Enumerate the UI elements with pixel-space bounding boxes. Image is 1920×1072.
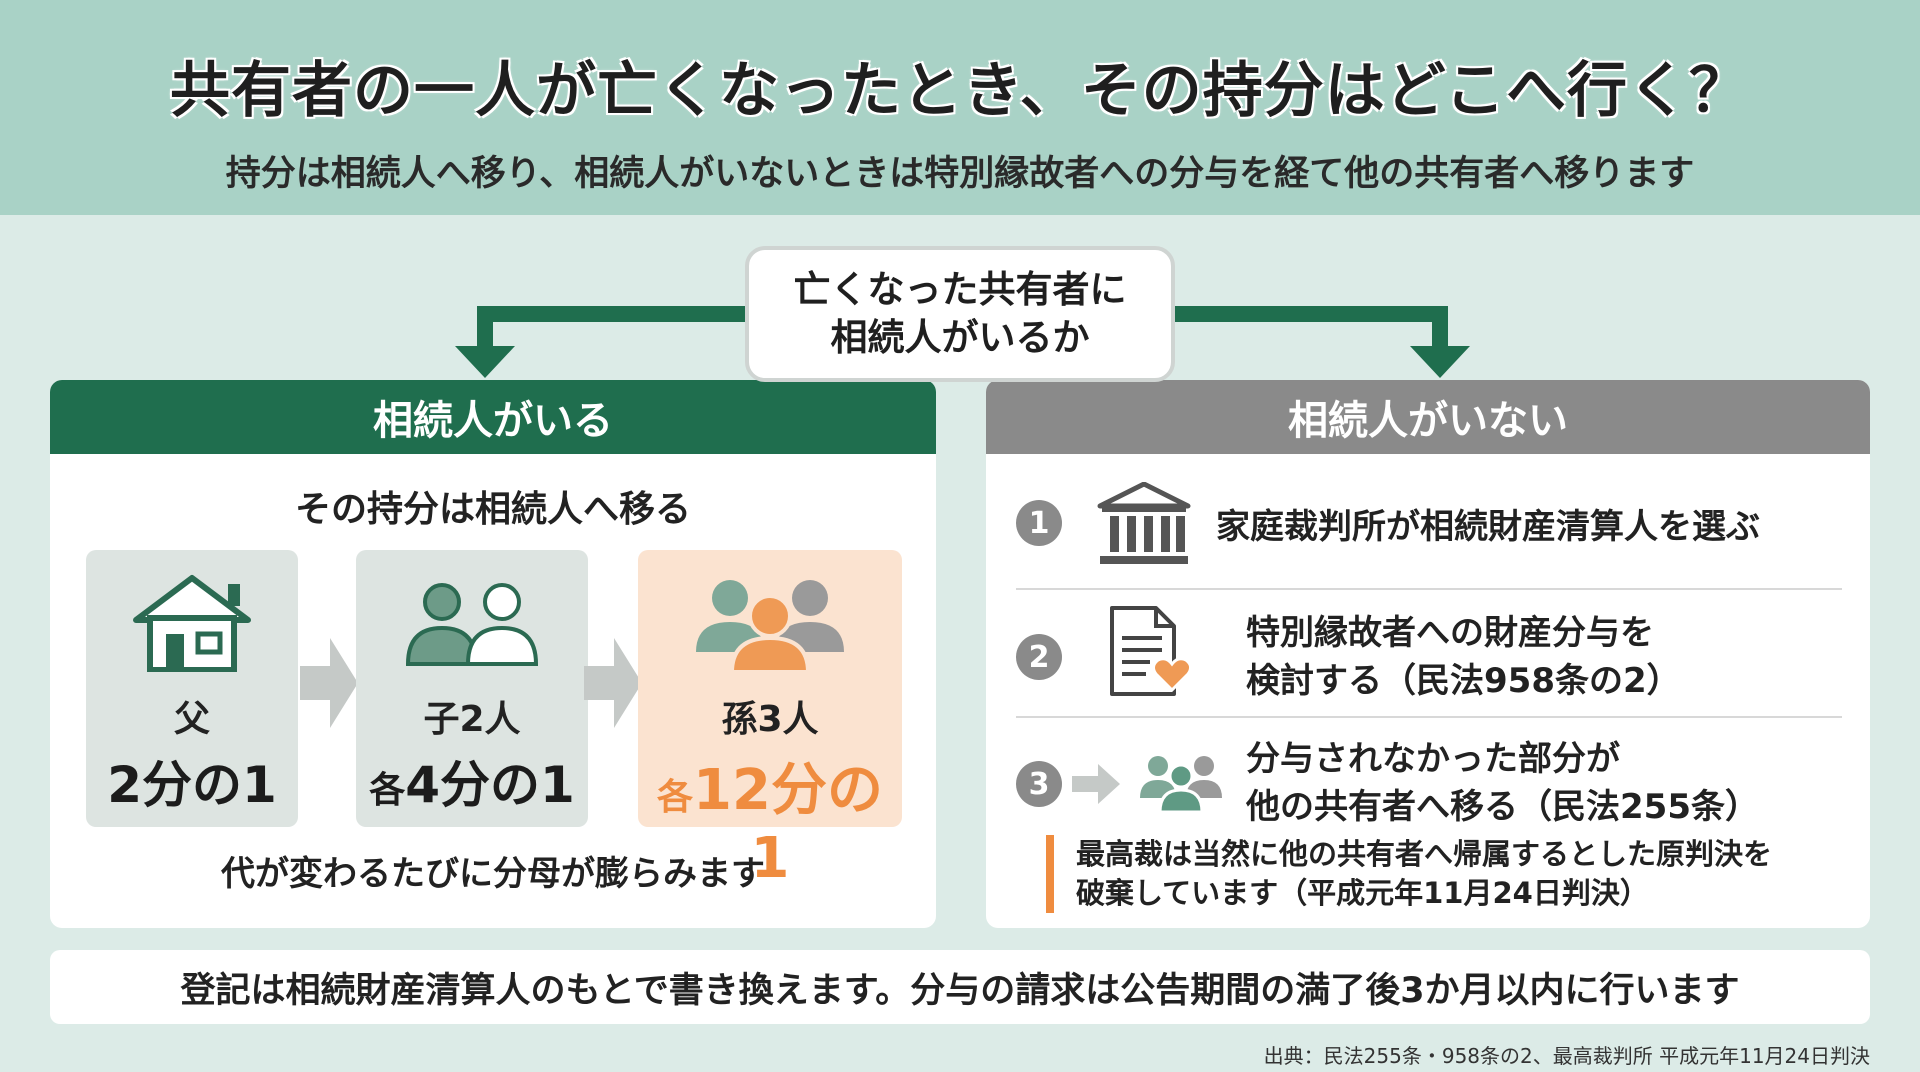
share-prefix: 各 <box>369 770 406 811</box>
right-arrow-icon <box>1072 764 1120 804</box>
generation-who: 孫3人 <box>721 699 819 740</box>
step-1: 1 家庭裁判所が相続財産清算人を選ぶ <box>1016 470 1842 590</box>
step-text: 特別縁故者への財産分与を 検討する（民法958条の2） <box>1246 610 1681 705</box>
arrow-head-left <box>455 346 515 378</box>
page-subtitle: 持分は相続人へ移り、相続人がいないときは特別縁故者への分与を経て他の共有者へ移り… <box>225 154 1695 194</box>
step-text: 分与されなかった部分が 他の共有者へ移る（民法255条） <box>1246 736 1759 831</box>
no-heirs-heading: 相続人がいない <box>986 380 1870 454</box>
step-number: 3 <box>1016 761 1062 807</box>
generation-arrow <box>584 638 642 728</box>
courthouse-icon <box>1097 482 1191 564</box>
no-heirs-panel: 相続人がいない 1 家庭裁判所が相続財産清算人を選ぶ 2 <box>986 380 1870 928</box>
note-line-2: 破棄しています（平成元年11月24日判決） <box>1076 876 1649 911</box>
two-people-icon <box>405 583 539 666</box>
generation-share: 2分の1 <box>86 745 298 817</box>
share-value: 12分の1 <box>693 758 883 891</box>
page-title: 共有者の一人が亡くなったとき、その持分はどこへ行く？ <box>170 56 1750 126</box>
header-band <box>0 0 1920 215</box>
step-2: 2 特別縁故者への財産分与を 検討する（民法958条の2） <box>1016 592 1842 718</box>
house-icon <box>133 575 251 672</box>
generation-who: 子2人 <box>423 699 521 740</box>
step-number: 1 <box>1016 500 1062 546</box>
generation-arrow <box>300 638 358 728</box>
branch-line-right <box>1175 306 1448 350</box>
generation-share: 各4分の1 <box>356 745 588 817</box>
generation-card-father: 父 2分の1 <box>86 550 298 827</box>
arrow-head-right <box>1410 346 1470 378</box>
three-people-icon <box>696 580 844 672</box>
heirs-exist-lead: その持分は相続人へ移る <box>294 489 691 530</box>
generation-who: 父 <box>173 699 210 740</box>
step-line-1: 特別縁故者への財産分与を <box>1246 613 1654 653</box>
step-line-2: 検討する（民法958条の2） <box>1246 660 1681 701</box>
source-citation: 出典：民法255条・958条の2、最高裁判所 平成元年11月24日判決 <box>1263 1044 1870 1068</box>
share-value: 2分の1 <box>107 756 277 814</box>
share-value: 4分の1 <box>405 756 575 814</box>
step-line-1: 分与されなかった部分が <box>1246 739 1620 779</box>
generation-share: 各12分の1 <box>638 745 902 891</box>
heirs-exist-heading: 相続人がいる <box>50 380 936 454</box>
supreme-court-note: 最高裁は当然に他の共有者へ帰属するとした原判決を 破棄しています（平成元年11月… <box>1046 835 1846 914</box>
step-line-1: 家庭裁判所が相続財産清算人を選ぶ <box>1216 507 1760 547</box>
step-text: 家庭裁判所が相続財産清算人を選ぶ <box>1216 504 1760 552</box>
registration-note-bar: 登記は相続財産清算人のもとで書き換えます。分与の請求は公告期間の満了後3か月以内… <box>50 950 1870 1024</box>
group-icon <box>1140 756 1222 814</box>
question-box: 亡くなった共有者に 相続人がいるか <box>745 246 1175 382</box>
share-prefix: 各 <box>657 777 694 818</box>
heirs-exist-panel: 相続人がいる その持分は相続人へ移る 父 2分の1 子2人 各4分の1 <box>50 380 936 928</box>
step-3: 3 分与されなかった部分が 他の共有者へ移る（民法255条） <box>1016 720 1842 846</box>
heirs-exist-footer: 代が変わるたびに分母が膨らみます <box>221 854 765 894</box>
generation-card-children: 子2人 各4分の1 <box>356 550 588 827</box>
step-line-2: 他の共有者へ移る（民法255条） <box>1246 786 1759 827</box>
document-heart-icon <box>1110 606 1193 696</box>
step-number: 2 <box>1016 634 1062 680</box>
question-line-1: 亡くなった共有者に <box>793 267 1127 311</box>
generation-card-grandchildren: 孫3人 各12分の1 <box>638 550 902 891</box>
note-line-1: 最高裁は当然に他の共有者へ帰属するとした原判決を <box>1076 837 1773 871</box>
branch-line-left <box>477 306 745 350</box>
question-line-2: 相続人がいるか <box>830 316 1090 359</box>
